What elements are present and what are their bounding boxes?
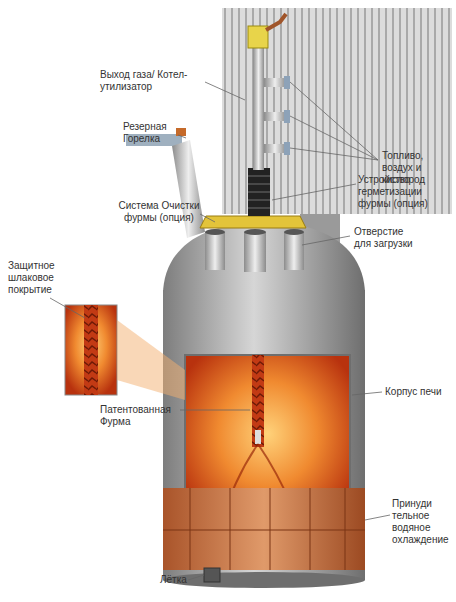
leader-line <box>180 410 250 411</box>
part-label: Принуди тельное водяное охлаждение <box>392 498 454 546</box>
chute-top <box>205 229 225 235</box>
chute <box>205 232 225 270</box>
part-label: Корпус печи <box>385 386 455 398</box>
leader-line <box>205 82 245 100</box>
leader-line <box>290 116 378 160</box>
inlet-valve <box>284 110 290 123</box>
chute <box>284 232 304 270</box>
leader-line <box>272 184 356 200</box>
chute-top <box>284 229 304 235</box>
lance-hose <box>266 14 286 30</box>
chute-top <box>244 229 266 235</box>
leader-line <box>290 148 378 160</box>
part-label: Защитное шлаковое покрытие <box>8 260 70 296</box>
lance-inlet <box>264 78 286 87</box>
cooling-jacket <box>163 488 365 570</box>
inset-frame <box>65 305 117 395</box>
leader-line <box>188 575 204 580</box>
leader-line <box>352 392 382 395</box>
part-label: Устройство герметизации фурмы (опция) <box>358 174 438 210</box>
leader-lines <box>50 82 390 580</box>
inlet-valve <box>284 142 290 155</box>
part-label: Резерная Горелка <box>123 121 178 145</box>
lance-tip <box>255 430 261 444</box>
part-label: Отверстие для загрузки <box>354 226 414 250</box>
leader-line <box>302 236 350 245</box>
burner-fitting <box>176 128 186 136</box>
leader-line <box>200 214 215 222</box>
lance-seal <box>248 168 270 216</box>
chute <box>244 232 266 272</box>
seal-bellows <box>248 176 270 208</box>
lance-platform <box>200 216 306 228</box>
lance-pipe <box>253 40 264 170</box>
inlet-valve <box>284 76 290 89</box>
part-label: Патентованная Фурма <box>100 404 182 428</box>
lance-in-bath <box>252 355 264 447</box>
furnace-shell <box>163 290 365 580</box>
leader-line <box>290 82 378 160</box>
leader-line <box>50 298 85 318</box>
lance-inlet <box>264 144 286 153</box>
cooling-panel-seams <box>163 488 365 570</box>
furnace-dome <box>163 222 365 295</box>
inset-zoom <box>117 320 185 400</box>
leader-line <box>178 135 186 138</box>
lance-head <box>248 26 268 48</box>
furnace-base <box>163 572 365 588</box>
part-label: Лётка <box>160 574 200 586</box>
part-label: Выход газа/ Котел-утилизатор <box>100 69 200 93</box>
leader-line <box>365 515 390 520</box>
lance-inlet <box>264 112 286 121</box>
part-label: Система Очистки фурмы (опция) <box>118 200 200 224</box>
burner-body <box>172 140 205 238</box>
tap-hole <box>204 568 220 582</box>
inset-lance <box>84 305 98 395</box>
